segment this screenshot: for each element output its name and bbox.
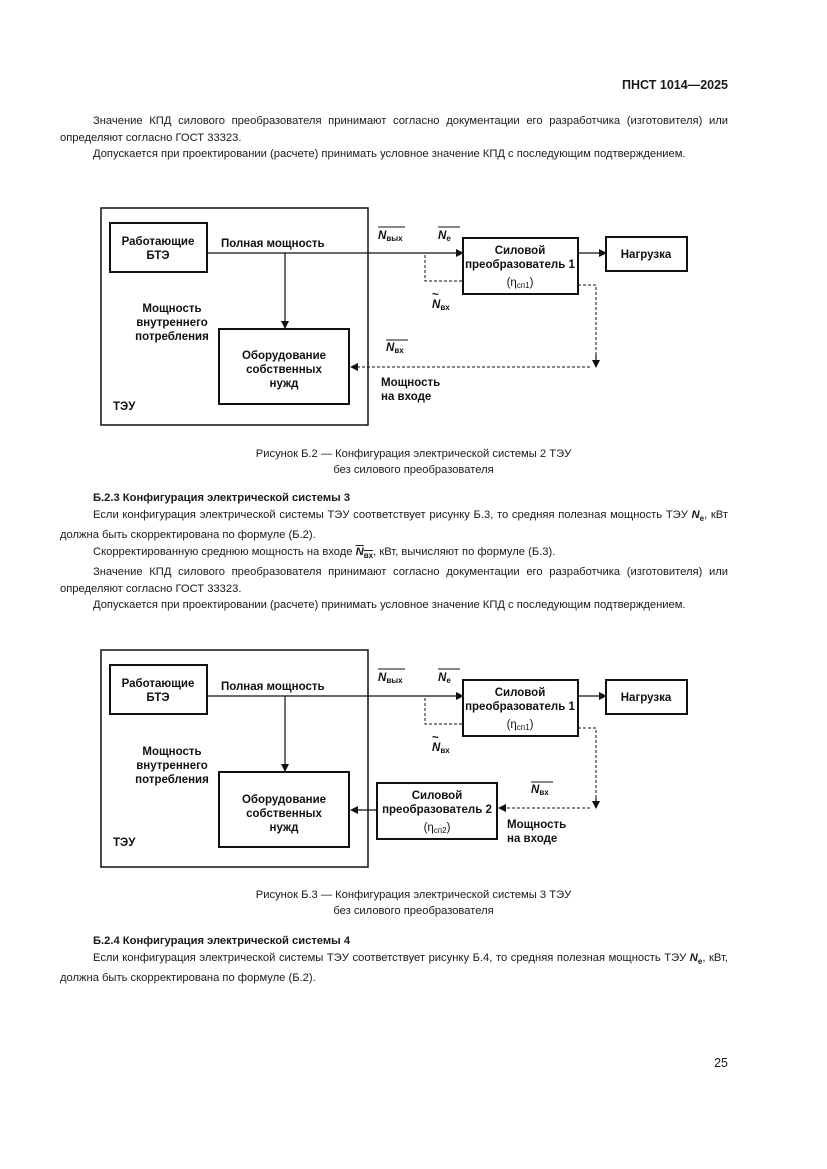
- btu-box: [109, 664, 208, 715]
- svg-text:Nвых: Nвых: [378, 672, 403, 685]
- svg-text:преобразователь 2: преобразователь 2: [382, 804, 492, 816]
- internal-label-3: потребления: [135, 331, 209, 343]
- paragraph: Если конфигурация электрической системы …: [60, 951, 728, 985]
- svg-text:нужд: нужд: [270, 822, 300, 834]
- n-out-label: Nвых: [378, 230, 403, 243]
- paragraph: Допускается при проектировании (расчете)…: [93, 599, 686, 612]
- nin-symbol: Nвх: [355, 545, 374, 560]
- svg-text:Нагрузка: Нагрузка: [621, 249, 672, 261]
- svg-text:~: ~: [432, 289, 439, 301]
- load-box: [605, 236, 688, 272]
- svg-text:внутреннего: внутреннего: [136, 760, 208, 772]
- section-heading: Б.2.3 Конфигурация электрической системы…: [93, 492, 351, 504]
- svg-text:преобразователь 1: преобразователь 1: [465, 259, 575, 271]
- btu-box: [109, 222, 208, 273]
- svg-text:Nвх: Nвх: [531, 784, 549, 797]
- svg-text:Nвх: Nвх: [432, 299, 450, 312]
- full-power-label: Полная мощность: [221, 681, 325, 693]
- btu-label-2: БТЭ: [146, 250, 169, 262]
- svg-text:(ηсп2): (ηсп2): [424, 822, 451, 835]
- svg-text:нужд: нужд: [270, 378, 300, 390]
- svg-text:собственных: собственных: [246, 364, 322, 376]
- full-power-label: Полная мощность: [221, 238, 325, 250]
- svg-text:на входе: на входе: [507, 833, 557, 845]
- svg-text:(ηсп1): (ηсп1): [507, 719, 534, 732]
- own-needs-box: [218, 328, 350, 405]
- svg-text:Оборудование: Оборудование: [242, 794, 326, 806]
- svg-text:собственных: собственных: [246, 808, 322, 820]
- paragraph: Значение КПД силового преобразователя пр…: [60, 115, 728, 144]
- svg-text:Нагрузка: Нагрузка: [621, 692, 672, 704]
- svg-text:преобразователь 1: преобразователь 1: [465, 701, 575, 713]
- ne-symbol: Ne: [691, 508, 705, 523]
- svg-text:~: ~: [432, 732, 439, 744]
- converter2-box: [376, 782, 498, 840]
- paragraph: Допускается при проектировании (расчете)…: [93, 148, 686, 160]
- svg-text:Работающие: Работающие: [122, 678, 195, 690]
- teu-label: ТЭУ: [113, 837, 136, 849]
- svg-text:на входе: на входе: [381, 391, 431, 403]
- teu-label: ТЭУ: [113, 401, 136, 413]
- load-box: [605, 679, 688, 715]
- figure-b2-diagram: Работающие БТЭ Полная мощность Мощность …: [100, 207, 688, 426]
- svg-text:Мощность: Мощность: [381, 377, 440, 389]
- page-number: 25: [714, 1056, 728, 1070]
- paragraph: Значение КПД силового преобразователя пр…: [60, 566, 728, 595]
- section-3-text: Б.2.3 Конфигурация электрической системы…: [60, 490, 728, 614]
- svg-text:БТЭ: БТЭ: [146, 692, 169, 704]
- figure-b3-caption: Рисунок Б.3 — Конфигурация электрической…: [255, 889, 572, 917]
- figure-b2-caption: Рисунок Б.2 — Конфигурация электрической…: [255, 448, 572, 476]
- svg-text:Оборудование: Оборудование: [242, 350, 326, 362]
- svg-text:Nвх: Nвх: [386, 342, 404, 355]
- svg-text:Силовой: Силовой: [495, 245, 546, 257]
- document-code: ПНСТ 1014—2025: [622, 78, 728, 92]
- converter1-box: [462, 679, 579, 737]
- svg-text:Силовой: Силовой: [412, 790, 463, 802]
- section-4-text: Б.2.4 Конфигурация электрической системы…: [60, 933, 728, 987]
- internal-label-1: Мощность: [142, 303, 201, 315]
- internal-label-2: внутреннего: [136, 317, 208, 329]
- paragraph: Если конфигурация электрической системы …: [60, 508, 728, 542]
- intro-text: Значение КПД силового преобразователя пр…: [60, 113, 728, 163]
- teu-frame: [100, 649, 369, 868]
- section-heading: Б.2.4 Конфигурация электрической системы…: [93, 935, 351, 947]
- svg-text:(ηсп1): (ηсп1): [507, 277, 534, 290]
- paragraph: Скорректированную среднюю мощность на вх…: [93, 545, 556, 560]
- btu-label-1: Работающие: [122, 236, 195, 248]
- ne-symbol: Ne: [689, 951, 703, 966]
- svg-text:Силовой: Силовой: [495, 687, 546, 699]
- teu-frame: [100, 207, 369, 426]
- svg-text:Мощность: Мощность: [507, 819, 566, 831]
- svg-text:Nвх: Nвх: [432, 742, 450, 755]
- figure-b3-diagram: Работающие БТЭ Полная мощность Мощность …: [100, 649, 688, 868]
- n-e-label: Ne: [438, 230, 451, 243]
- n-in-tilde-loop: [424, 252, 463, 282]
- svg-text:Мощность: Мощность: [142, 746, 201, 758]
- svg-text:Ne: Ne: [438, 672, 451, 685]
- converter1-box: [462, 237, 579, 295]
- own-needs-box: [218, 771, 350, 848]
- svg-text:потребления: потребления: [135, 774, 209, 786]
